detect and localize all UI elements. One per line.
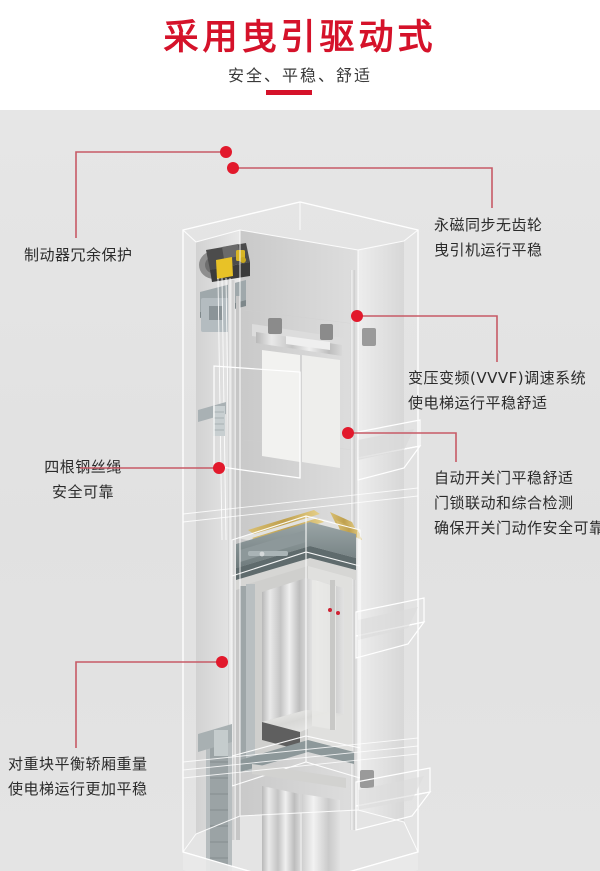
callout-line: 使电梯运行更加平稳 — [8, 780, 148, 798]
header: 采用曳引驱动式 安全、平稳、舒适 — [0, 0, 600, 110]
page-title: 采用曳引驱动式 — [163, 18, 437, 58]
callout-line: 门锁联动和综合检测 — [434, 494, 574, 512]
callout-line: 自动开关门平稳舒适 — [434, 469, 574, 487]
callout-line: 制动器冗余保护 — [24, 246, 133, 264]
callout-line: 安全可靠 — [51, 483, 114, 501]
callout-brake-redundancy: 制动器冗余保护 — [24, 243, 133, 268]
callout-vvvf: 变压变频(VVVF)调速系统 使电梯运行平稳舒适 — [408, 366, 586, 416]
title-underline — [266, 90, 312, 95]
callout-line: 变压变频(VVVF)调速系统 — [408, 369, 587, 387]
callout-traction-machine: 永磁同步无齿轮 曳引机运行平稳 — [434, 213, 543, 263]
callout-line: 永磁同步无齿轮 — [434, 216, 543, 234]
callout-steel-ropes: 四根钢丝绳 安全可靠 — [8, 455, 158, 505]
elevator-shaft-illustration — [182, 201, 432, 871]
page-subtitle: 安全、平稳、舒适 — [227, 66, 372, 85]
callout-line: 确保开关门动作安全可靠 — [434, 519, 600, 537]
callout-line: 四根钢丝绳 — [44, 458, 122, 476]
callout-door-operation: 自动开关门平稳舒适 门锁联动和综合检测 确保开关门动作安全可靠 — [434, 466, 600, 541]
callout-line: 使电梯运行平稳舒适 — [408, 394, 548, 412]
callout-counterweight: 对重块平衡轿厢重量 使电梯运行更加平稳 — [8, 752, 148, 802]
callout-line: 曳引机运行平稳 — [434, 241, 543, 259]
callout-line: 对重块平衡轿厢重量 — [8, 755, 148, 773]
